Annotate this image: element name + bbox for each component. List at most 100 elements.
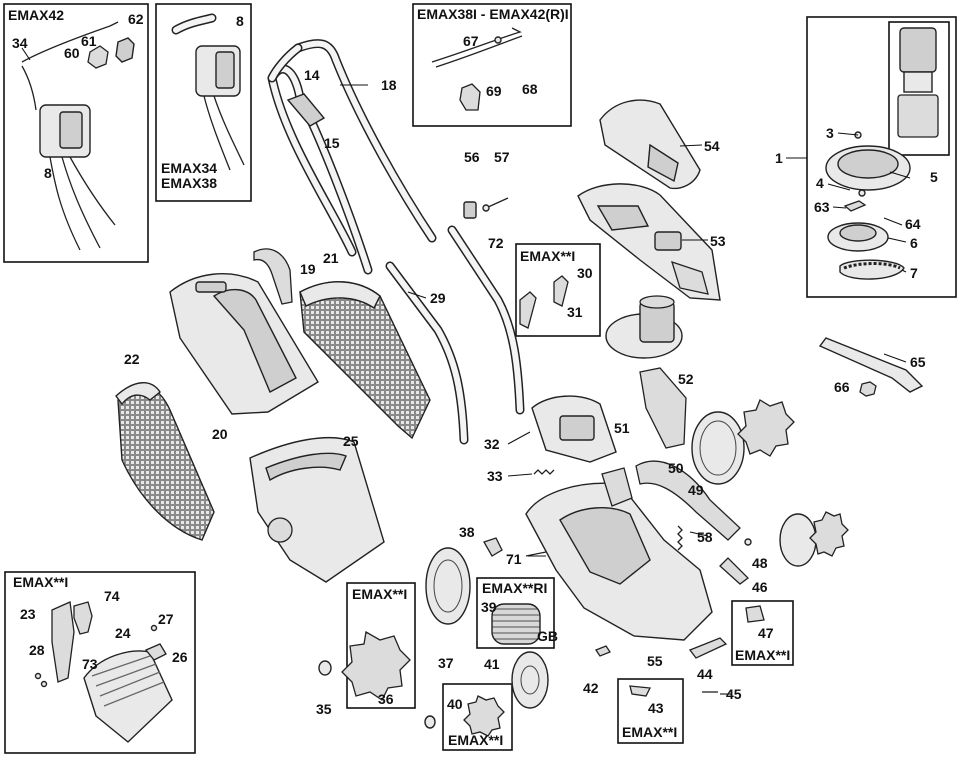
callout-32: 32 — [484, 436, 500, 452]
callout-66: 66 — [834, 379, 850, 395]
callout-24: 24 — [115, 625, 131, 641]
callout-50: 50 — [668, 460, 684, 476]
callout-67: 67 — [463, 33, 479, 49]
callout-68: 68 — [522, 81, 538, 97]
cover-47 — [745, 605, 765, 623]
callout-49: 49 — [688, 482, 704, 498]
front-hub-right — [809, 511, 849, 557]
emax38-42-cable-box — [412, 3, 572, 127]
collector-handle-19 — [253, 248, 293, 305]
callout-22: 22 — [124, 351, 140, 367]
hub-36 — [341, 630, 411, 701]
emax-i-collector-box — [4, 571, 196, 754]
collector-lid-20 — [169, 273, 319, 415]
rear-hub-right — [737, 399, 795, 457]
leader-lines — [21, 47, 911, 695]
collector-frame-21 — [299, 281, 431, 440]
callout-45: 45 — [726, 686, 742, 702]
callout-60: 60 — [64, 45, 80, 61]
tag-emax-ri: EMAX**RI — [482, 580, 548, 596]
tag-emax-i-collector: EMAX**I — [13, 574, 69, 590]
callout-36: 36 — [378, 691, 394, 707]
callout-15: 15 — [324, 135, 340, 151]
callout-61: 61 — [81, 33, 97, 49]
emax38-42-cable-parts — [431, 27, 523, 111]
callout-29: 29 — [430, 290, 446, 306]
clip-43 — [629, 685, 652, 697]
motor-unit — [605, 295, 683, 359]
motor-assembly-box — [806, 16, 957, 298]
callout-71: 71 — [506, 551, 522, 567]
emax-i-47-box — [731, 600, 794, 666]
callout-27: 27 — [158, 611, 174, 627]
callout-14: 14 — [304, 67, 320, 83]
tag-gb: GB — [537, 628, 558, 644]
front-wheel-41 — [511, 651, 549, 709]
mower-deck — [525, 467, 713, 641]
callout-62: 62 — [128, 11, 144, 27]
callout-26: 26 — [172, 649, 188, 665]
callout-37: 37 — [438, 655, 454, 671]
plug-parts-56-57-72 — [463, 197, 509, 219]
callout-35: 35 — [316, 701, 332, 717]
emax-ri-roller-box — [476, 577, 555, 649]
callout-72: 72 — [488, 235, 504, 251]
part-44 — [688, 637, 728, 659]
callout-19: 19 — [300, 261, 316, 277]
callout-23: 23 — [20, 606, 36, 622]
part-42 — [595, 645, 611, 657]
rear-wheel-right — [691, 411, 745, 485]
callout-73: 73 — [82, 656, 98, 672]
bracket-38 — [483, 537, 503, 557]
collector-parts-box — [34, 601, 173, 743]
upper-deck-53 — [577, 183, 721, 301]
nut-66 — [859, 381, 877, 397]
callout-54: 54 — [704, 138, 720, 154]
grass-bag-22 — [115, 382, 215, 541]
callout-74: 74 — [104, 588, 120, 604]
callout-20: 20 — [212, 426, 228, 442]
callout-31: 31 — [567, 304, 583, 320]
pin-71 — [525, 551, 547, 557]
callout-52: 52 — [678, 371, 694, 387]
height-lever-46-48 — [719, 538, 752, 585]
callout-41: 41 — [484, 656, 500, 672]
callout-4: 4 — [816, 175, 824, 191]
callout-56: 56 — [464, 149, 480, 165]
callout-6: 6 — [910, 235, 918, 251]
grass-box-25 — [249, 436, 385, 583]
tag-emax42: EMAX42 — [8, 7, 65, 23]
clip-parts-30-31 — [519, 275, 569, 329]
callout-21: 21 — [323, 250, 339, 266]
callout-55: 55 — [647, 653, 663, 669]
blade-65 — [818, 337, 924, 393]
callout-1: 1 — [775, 150, 783, 166]
callout-63: 63 — [814, 199, 830, 215]
tag-emax-i-wheel-hub: EMAX**I — [352, 586, 408, 602]
callout-18: 18 — [381, 77, 397, 93]
battery-lid-32 — [531, 395, 617, 463]
callout-28: 28 — [29, 642, 45, 658]
callout-46: 46 — [752, 579, 768, 595]
callout-47: 47 — [758, 625, 774, 641]
callout-38: 38 — [459, 524, 475, 540]
emax-i-43-box — [617, 678, 684, 744]
callout-44: 44 — [697, 666, 713, 682]
callout-30: 30 — [577, 265, 593, 281]
callout-64: 64 — [905, 216, 921, 232]
callout-65: 65 — [910, 354, 926, 370]
emax34-38-switch-box — [155, 3, 252, 202]
callout-51: 51 — [614, 420, 630, 436]
front-wheel-right — [779, 513, 817, 567]
callout-8-emax42: 8 — [44, 165, 52, 181]
callout-42: 42 — [583, 680, 599, 696]
switch-bracket-14-15 — [286, 93, 326, 127]
cap-35 — [318, 660, 436, 729]
tag-emax-i-47: EMAX**I — [735, 647, 791, 663]
callout-39: 39 — [481, 599, 497, 615]
upper-handle-18 — [267, 39, 437, 275]
spring-33 — [533, 469, 555, 475]
motor-cover-54 — [599, 99, 701, 190]
